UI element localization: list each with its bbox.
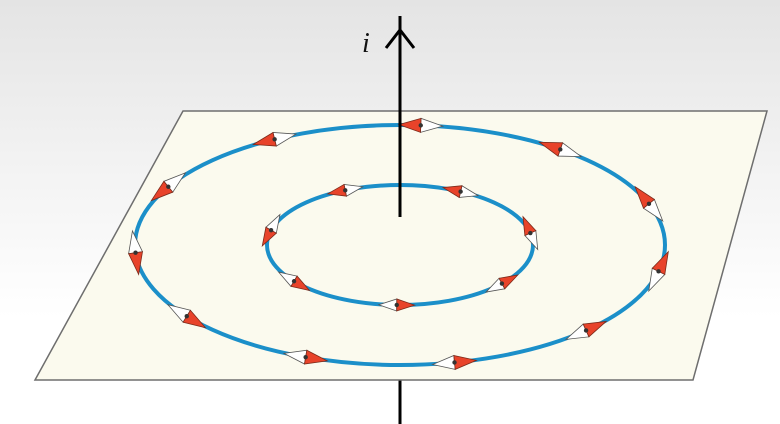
needle-pivot (646, 201, 652, 207)
needle-pivot (452, 360, 457, 365)
needle-pivot (499, 281, 505, 286)
compass-needle (441, 185, 480, 199)
compass-needle (538, 141, 583, 158)
needle-pivot (418, 123, 423, 128)
compass-needle (634, 185, 664, 223)
needle-pivot (268, 228, 274, 233)
compass-needle (261, 213, 281, 248)
compass-needle (564, 320, 608, 340)
current-arrow-icon (384, 27, 416, 49)
needle-pivot (583, 328, 589, 333)
compass-needle (484, 274, 519, 293)
needle-pivot (133, 250, 138, 255)
compass-needle (128, 229, 144, 276)
needle-pivot (184, 314, 189, 319)
compass-needle (522, 215, 539, 251)
compass-needle (166, 304, 207, 329)
needle-pivot (303, 354, 308, 360)
needle-pivot (528, 230, 533, 236)
compass-needles (128, 117, 669, 370)
needle-pivot (458, 189, 463, 194)
needle-pivot (558, 147, 563, 152)
compass-needle (326, 183, 365, 197)
needle-pivot (166, 184, 171, 189)
plane (33, 110, 768, 381)
compass-needle (277, 271, 311, 292)
needle-pivot (343, 188, 348, 193)
compass-needle (251, 131, 298, 147)
needle-pivot (394, 302, 399, 308)
compass-needle (150, 172, 187, 202)
compass-needle (377, 298, 417, 312)
compass-needle (282, 349, 329, 365)
needle-pivot (272, 137, 277, 142)
needle-pivot (656, 269, 661, 274)
compass-needle (431, 354, 478, 370)
compass-needle (648, 250, 669, 293)
compass-needle (397, 117, 445, 133)
needle-pivot (291, 279, 297, 284)
current-label: i (362, 28, 370, 59)
